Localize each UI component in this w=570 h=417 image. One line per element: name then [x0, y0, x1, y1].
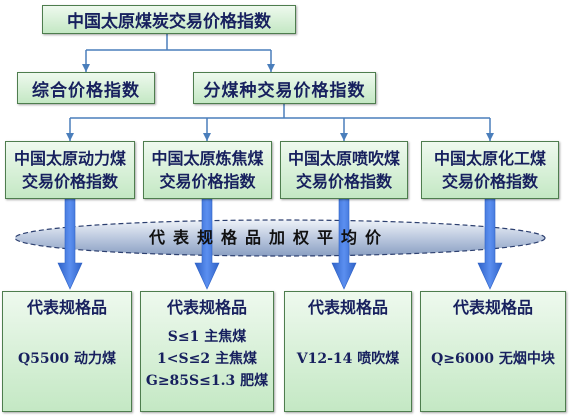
products-item-list: V12-14 喷吹煤 — [285, 318, 411, 399]
index-subtitle-line: 交易价格指数 — [159, 172, 256, 191]
products-heading: 代表规格品 — [166, 298, 247, 317]
product-item: Q≥6000 无烟中块 — [431, 350, 555, 367]
product-item: Q5500 动力煤 — [17, 350, 117, 367]
injection-coal-index-box: 中国太原喷吹煤 交易价格指数 — [280, 141, 408, 199]
index-subtitle-line: 交易价格指数 — [295, 172, 392, 191]
product-item: S≤1 主焦煤 — [167, 328, 247, 345]
coal-type-index-label: 分煤种交易价格指数 — [203, 80, 366, 101]
product-item: V12-14 喷吹煤 — [296, 350, 400, 367]
index-subtitle-line: 交易价格指数 — [441, 172, 538, 191]
thick-arrow-chemical-coal — [477, 198, 503, 290]
coking-coal-index-text: 中国太原炼焦煤 交易价格指数 — [151, 147, 263, 193]
steam-coal-index-box: 中国太原动力煤 交易价格指数 — [5, 141, 135, 199]
coal-type-index-box: 分煤种交易价格指数 — [193, 72, 376, 104]
steam-coal-products-box: 代表规格品 Q5500 动力煤 — [2, 291, 132, 412]
products-item-list: Q5500 动力煤 — [3, 318, 131, 399]
thick-arrow-injection-coal — [331, 198, 357, 290]
injection-coal-index-text: 中国太原喷吹煤 交易价格指数 — [288, 147, 400, 193]
steam-coal-index-text: 中国太原动力煤 交易价格指数 — [14, 147, 126, 193]
products-heading: 代表规格品 — [26, 298, 107, 317]
index-title-line: 中国太原化工煤 — [433, 149, 546, 168]
band-label: 代表规格品加权平均价 — [148, 228, 389, 247]
coking-coal-products-box: 代表规格品 S≤1 主焦煤 1<S≤2 主焦煤 G≥85S≤1.3 肥煤 — [140, 291, 274, 412]
weighted-average-band — [14, 219, 546, 257]
products-item-list: Q≥6000 无烟中块 — [421, 318, 565, 399]
chemical-coal-index-text: 中国太原化工煤 交易价格指数 — [434, 147, 546, 193]
composite-index-box: 综合价格指数 — [17, 72, 155, 104]
root-index-box: 中国太原煤炭交易价格指数 — [42, 5, 296, 34]
chemical-coal-index-box: 中国太原化工煤 交易价格指数 — [421, 141, 559, 199]
index-subtitle-line: 交易价格指数 — [21, 172, 118, 191]
product-item: G≥85S≤1.3 肥煤 — [145, 372, 269, 389]
products-item-list: S≤1 主焦煤 1<S≤2 主焦煤 G≥85S≤1.3 肥煤 — [141, 318, 273, 399]
thick-arrow-coking-coal — [194, 198, 220, 290]
root-index-label: 中国太原煤炭交易价格指数 — [67, 12, 271, 32]
index-title-line: 中国太原喷吹煤 — [287, 149, 400, 168]
products-heading: 代表规格品 — [307, 298, 388, 317]
product-item: 1<S≤2 主焦煤 — [157, 350, 257, 367]
chemical-coal-products-box: 代表规格品 Q≥6000 无烟中块 — [420, 291, 566, 412]
index-title-line: 中国太原炼焦煤 — [151, 149, 264, 168]
thick-arrow-steam-coal — [57, 198, 83, 290]
coking-coal-index-box: 中国太原炼焦煤 交易价格指数 — [143, 141, 272, 199]
injection-coal-products-box: 代表规格品 V12-14 喷吹煤 — [284, 291, 412, 412]
index-title-line: 中国太原动力煤 — [13, 149, 126, 168]
products-heading: 代表规格品 — [452, 298, 533, 317]
composite-index-label: 综合价格指数 — [32, 80, 140, 101]
